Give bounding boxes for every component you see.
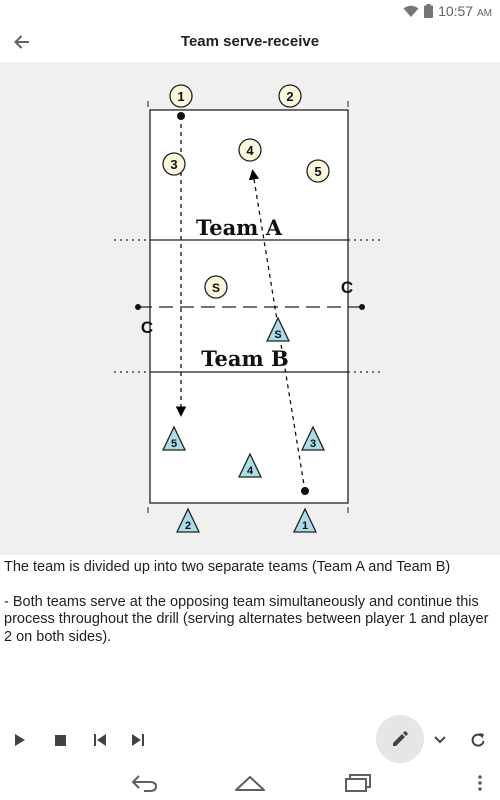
skip-next-icon bbox=[132, 734, 144, 746]
svg-text:3: 3 bbox=[170, 157, 177, 172]
coach-left: C bbox=[141, 318, 153, 337]
svg-text:S: S bbox=[274, 329, 281, 341]
ball-b bbox=[301, 487, 309, 495]
stop-button[interactable] bbox=[48, 726, 72, 754]
play-icon bbox=[15, 734, 25, 746]
status-icons: 10:57 AM bbox=[403, 3, 492, 19]
nav-recents-icon bbox=[345, 774, 371, 792]
nav-back-icon bbox=[131, 775, 158, 792]
overflow-menu-icon bbox=[478, 775, 482, 791]
svg-text:S: S bbox=[212, 281, 220, 295]
app-bar: Team serve-receive bbox=[0, 24, 500, 62]
team-b-player[interactable]: 2 bbox=[175, 507, 201, 533]
arrow-left-icon bbox=[14, 35, 29, 49]
refresh-button[interactable] bbox=[466, 726, 490, 754]
svg-text:1: 1 bbox=[302, 520, 308, 532]
description-line-2: - Both teams serve at the opposing team … bbox=[4, 593, 489, 645]
wifi-icon bbox=[403, 5, 419, 17]
team-a-player[interactable]: 5 bbox=[306, 159, 330, 183]
chevron-down-icon bbox=[434, 736, 446, 744]
back-button[interactable] bbox=[8, 28, 36, 56]
svg-text:4: 4 bbox=[247, 465, 254, 477]
svg-text:3: 3 bbox=[310, 438, 316, 450]
team-b-player[interactable]: 3 bbox=[300, 425, 326, 451]
stop-icon bbox=[54, 734, 66, 746]
court-ticks bbox=[147, 101, 349, 513]
expand-button[interactable] bbox=[428, 726, 452, 754]
pencil-icon bbox=[393, 731, 408, 746]
svg-text:1: 1 bbox=[177, 89, 184, 104]
net-post-right bbox=[359, 304, 365, 310]
edit-button[interactable] bbox=[376, 715, 424, 763]
status-time: 10:57 AM bbox=[438, 3, 492, 19]
team-a-player[interactable]: 4 bbox=[238, 138, 262, 162]
svg-text:2: 2 bbox=[286, 89, 293, 104]
ball-a bbox=[177, 112, 185, 120]
play-button[interactable] bbox=[8, 726, 32, 754]
overflow-menu-button[interactable] bbox=[470, 770, 490, 796]
nav-home-button[interactable] bbox=[232, 770, 268, 796]
coach-right: C bbox=[341, 278, 353, 297]
team-a-player[interactable]: 1 bbox=[169, 84, 193, 108]
team-a-player[interactable]: S bbox=[204, 275, 228, 299]
net-post-left bbox=[135, 304, 141, 310]
nav-home-icon bbox=[235, 776, 265, 791]
page-title: Team serve-receive bbox=[180, 33, 320, 50]
team-b-player[interactable]: S bbox=[265, 316, 291, 342]
previous-button[interactable] bbox=[88, 726, 112, 754]
team-a-player[interactable]: 3 bbox=[162, 152, 186, 176]
team-b-label: Team B bbox=[201, 346, 288, 371]
court-svg: Team A Team B C C 1 2 3 4 5 bbox=[114, 84, 384, 533]
next-button[interactable] bbox=[126, 726, 150, 754]
status-bar: 10:57 AM bbox=[0, 0, 500, 24]
drill-description: The team is divided up into two separate… bbox=[4, 559, 496, 646]
svg-text:5: 5 bbox=[171, 438, 177, 450]
team-b-player[interactable]: 5 bbox=[161, 425, 187, 451]
svg-text:2: 2 bbox=[185, 520, 191, 532]
svg-text:4: 4 bbox=[246, 143, 254, 158]
nav-back-button[interactable] bbox=[126, 770, 162, 796]
drill-diagram: Team A Team B C C 1 2 3 4 5 bbox=[0, 62, 500, 555]
team-b-player[interactable]: 4 bbox=[237, 452, 263, 478]
team-b-player[interactable]: 1 bbox=[292, 507, 318, 533]
team-a-player[interactable]: 2 bbox=[278, 84, 302, 108]
navigation-bar bbox=[0, 768, 500, 800]
team-a-label: Team A bbox=[196, 215, 283, 240]
nav-recents-button[interactable] bbox=[340, 770, 376, 796]
battery-icon bbox=[424, 4, 434, 18]
skip-previous-icon bbox=[94, 734, 106, 746]
description-line-1: The team is divided up into two separate… bbox=[4, 559, 451, 575]
attack-line-extensions bbox=[114, 239, 384, 373]
playback-controls bbox=[0, 712, 500, 768]
svg-text:5: 5 bbox=[314, 164, 321, 179]
refresh-icon bbox=[471, 733, 485, 747]
